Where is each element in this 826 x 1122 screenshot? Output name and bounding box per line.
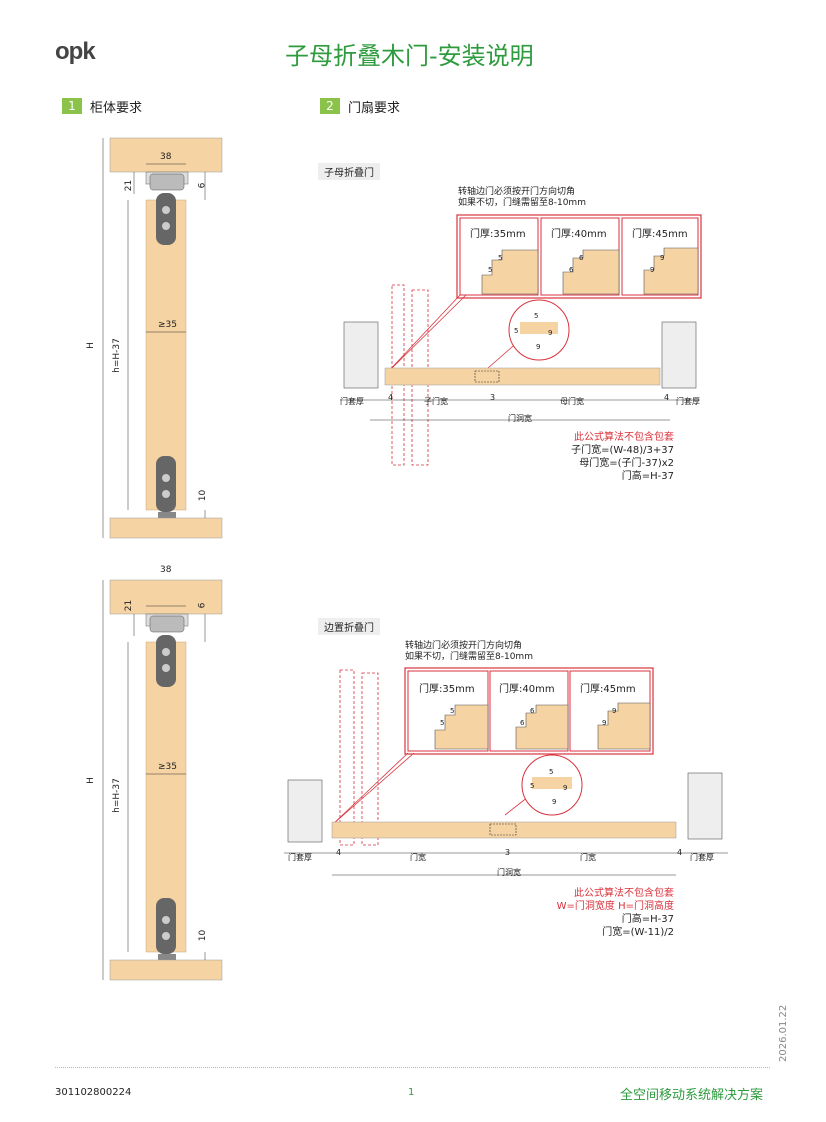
diagram-b-formula-3: 门宽=(W-11)/2 [602, 927, 674, 938]
diagram-a-frame-left: 门套厚 [340, 397, 364, 406]
footer-slogan: 全空间移动系统解决方案 [620, 1088, 764, 1103]
diagram-b-note-1: 转轴边门必须按开门方向切角 [405, 641, 523, 651]
cab1-height-total: H [85, 342, 96, 349]
diagram-b-formula-warning: 此公式算法不包含包套 [574, 888, 674, 899]
diagram-a-gap-right: 4 [664, 393, 670, 402]
diagram-b-drawing [284, 667, 728, 876]
doc-date: 2026.01.22 [778, 1004, 789, 1062]
diagram-a-detail-4: 9 [536, 343, 541, 351]
diagram-b-formula-2: 门高=H-37 [621, 914, 674, 925]
diagram-a-gap-left: 4 [388, 393, 394, 402]
cab2-clearance: 6 [197, 602, 208, 609]
diagram-a-thickness-35: 门厚:35mm [470, 229, 526, 240]
diagram-a-box3-dim2: 9 [660, 254, 665, 262]
cab1-thickness: ≥35 [158, 320, 177, 330]
diagram-b-detail-2: 5 [530, 782, 535, 790]
diagram-a-opening: 门洞宽 [508, 414, 532, 423]
diagram-b-formula-1: W=门洞宽度 H=门洞高度 [556, 901, 674, 912]
diagram-a-detail-2: 5 [514, 327, 519, 335]
diagram-b-detail-1: 5 [549, 768, 554, 776]
diagram-b-gap-left: 4 [336, 848, 342, 857]
diagram-a-box3-dim: 9 [650, 266, 655, 274]
cab2-height-door: h=H-37 [111, 778, 122, 813]
page-number: 1 [408, 1087, 415, 1098]
diagram-b-width-left: 门宽 [410, 853, 426, 862]
cab2-width-dim: 38 [160, 565, 172, 575]
diagram-b-box3-dim2: 9 [612, 707, 617, 715]
page-title: 子母折叠木门-安装说明 [285, 42, 534, 70]
section-1-label: 柜体要求 [90, 101, 143, 116]
diagram-b-formula: 此公式算法不包含包套 W=门洞宽度 H=门洞高度 门高=H-37 门宽=(W-1… [557, 887, 674, 939]
diagram-a-box1-dim: 5 [488, 266, 493, 274]
cab2-height-total: H [85, 777, 96, 784]
diagram-b-frame-left: 门套厚 [288, 853, 312, 862]
diagram-b-gap-mid: 3 [505, 848, 511, 857]
diagram-a-box2-dim: 6 [569, 266, 574, 274]
cabinet-diagrams [102, 137, 223, 981]
diagram-a-drawing [340, 214, 702, 466]
cab1-height-door: h=H-37 [111, 338, 122, 373]
cab2-bottom-gap: 10 [198, 929, 209, 942]
diagram-b-box3-dim: 9 [602, 719, 607, 727]
diagram-b-gap-right: 4 [677, 848, 683, 857]
footer-divider [55, 1067, 770, 1068]
diagram-a-note-2: 如果不切，门缝需留至8-10mm [458, 198, 586, 208]
diagram-a-formula-2: 母门宽=(子门-37)x2 [579, 458, 674, 469]
diagram-a-formula: 此公式算法不包含包套 子门宽=(W-48)/3+37 母门宽=(子门-37)x2… [571, 431, 674, 483]
brand-logo: opk [55, 38, 96, 65]
cab1-bottom-gap: 10 [198, 489, 209, 502]
section-1-number: 1 [62, 98, 82, 114]
doc-code: 301102800224 [55, 1087, 132, 1098]
diagram-a-frame-right: 门套厚 [676, 397, 700, 406]
diagram-b-frame-right: 门套厚 [690, 853, 714, 862]
diagram-b-thickness-45: 门厚:45mm [580, 684, 636, 695]
diagram-b-detail-4: 9 [552, 798, 557, 806]
diagram-b-thickness-40: 门厚:40mm [499, 684, 555, 695]
diagram-b-detail-3: 9 [563, 784, 568, 792]
diagram-a-thickness-40: 门厚:40mm [551, 229, 607, 240]
diagram-a-box2-dim2: 6 [579, 254, 584, 262]
diagram-a-detail-3: 9 [548, 329, 553, 337]
diagram-a-mother-width: 母门宽 [560, 397, 584, 406]
cab2-top-gap: 21 [124, 599, 135, 612]
diagram-b-box2-dim2: 6 [530, 707, 535, 715]
diagram-b-box2-dim: 6 [520, 719, 525, 727]
diagram-a-child-width: 子门宽 [424, 397, 448, 406]
diagram-b-note-2: 如果不切，门缝需留至8-10mm [405, 652, 533, 662]
diagram-a-formula-1: 子门宽=(W-48)/3+37 [571, 445, 674, 456]
diagram-a-detail-1: 5 [534, 312, 539, 320]
section-2-label: 门扇要求 [348, 101, 401, 116]
diagram-a-box1-dim2: 5 [498, 254, 503, 262]
diagram-a-thickness-45: 门厚:45mm [632, 229, 688, 240]
diagram-a-subtitle: 子母折叠门 [318, 163, 380, 180]
diagram-a-gap-mid: 3 [490, 393, 496, 402]
cab1-width-dim: 38 [160, 152, 172, 162]
cab1-clearance: 6 [197, 182, 208, 189]
diagram-b-box1-dim2: 5 [450, 707, 455, 715]
section-2-number: 2 [320, 98, 340, 114]
cab2-thickness: ≥35 [158, 762, 177, 772]
diagram-b-subtitle: 边置折叠门 [318, 618, 380, 635]
diagram-b-width-right: 门宽 [580, 853, 596, 862]
diagram-b-opening: 门洞宽 [497, 868, 521, 877]
cab1-top-gap: 21 [124, 179, 135, 192]
diagram-b-thickness-35: 门厚:35mm [419, 684, 475, 695]
diagram-a-note-1: 转轴边门必须按开门方向切角 [458, 187, 576, 197]
diagram-a-formula-3: 门高=H-37 [621, 471, 674, 482]
diagram-b-box1-dim: 5 [440, 719, 445, 727]
diagram-a-formula-warning: 此公式算法不包含包套 [574, 432, 674, 443]
